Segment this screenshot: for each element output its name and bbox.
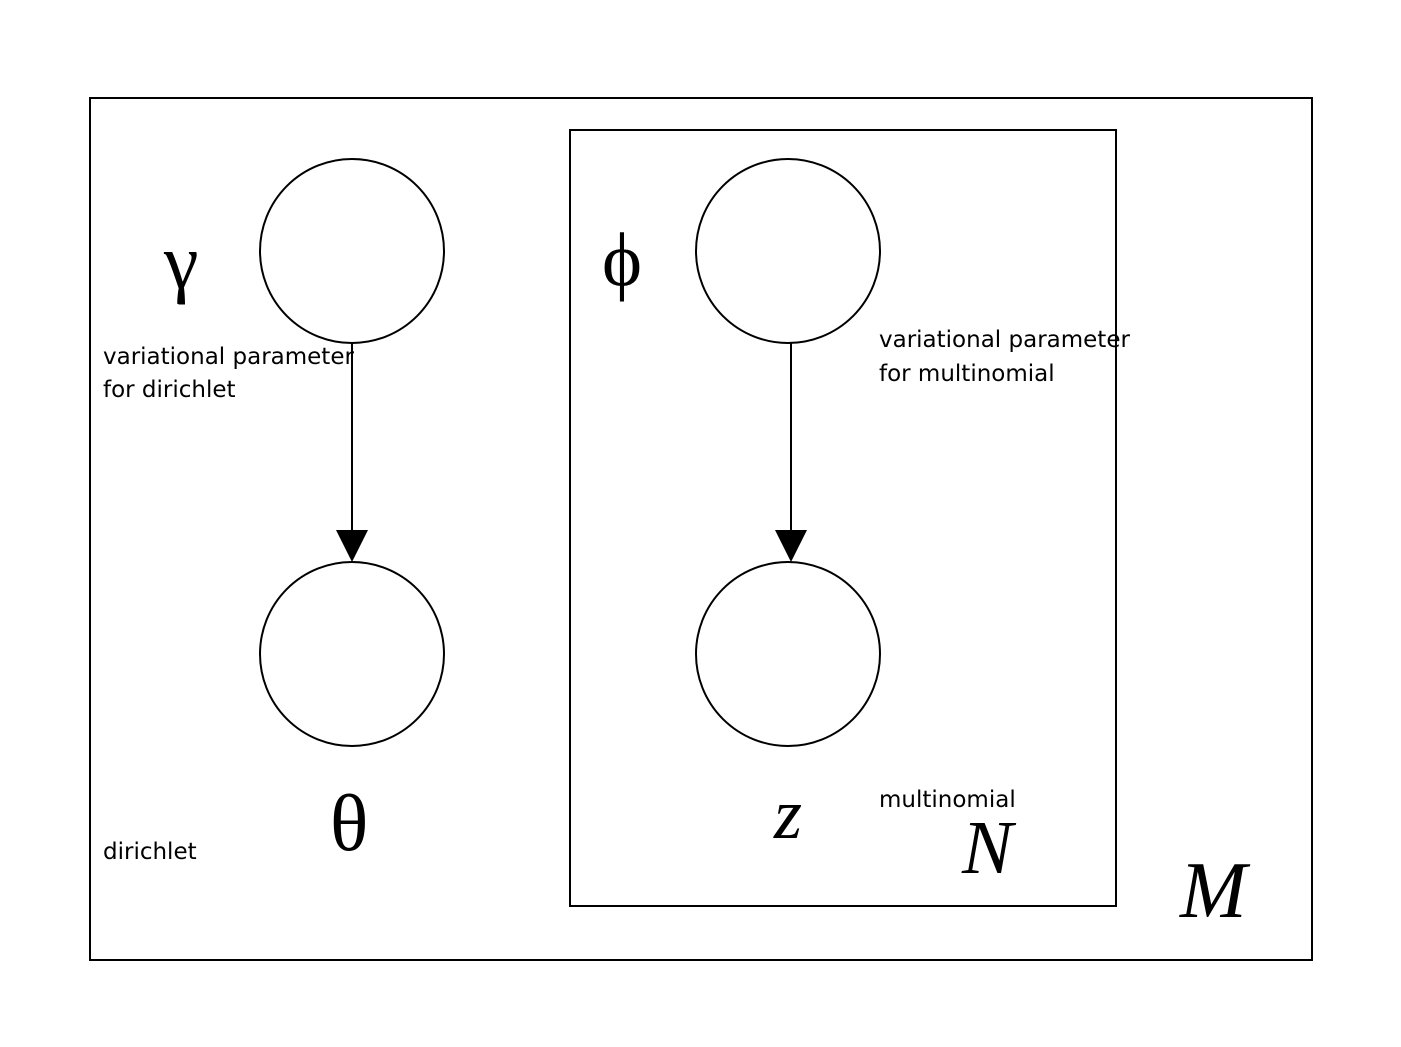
phi-node (695, 158, 881, 344)
phi-note-line1: variational parameter (879, 327, 1130, 353)
gamma-symbol: γ (163, 218, 198, 305)
gamma-node (259, 158, 445, 344)
z-note: multinomial (879, 787, 1016, 813)
phi-note-line2: for multinomial (879, 361, 1055, 387)
outer-plate-label: M (1179, 847, 1251, 935)
outer-plate (89, 97, 1313, 961)
theta-note: dirichlet (103, 839, 197, 865)
z-symbol: z (773, 774, 802, 854)
gamma-note-line2: for dirichlet (103, 377, 236, 403)
gamma-note-line1: variational parameter (103, 344, 354, 370)
theta-node (259, 561, 445, 747)
edge-gamma-theta (336, 343, 368, 562)
inner-plate (569, 129, 1117, 907)
edge-phi-z (775, 343, 807, 562)
inner-plate-label: N (961, 806, 1017, 890)
phi-symbol: ϕ (602, 218, 642, 302)
z-node (695, 561, 881, 747)
theta-symbol: θ (330, 780, 368, 868)
